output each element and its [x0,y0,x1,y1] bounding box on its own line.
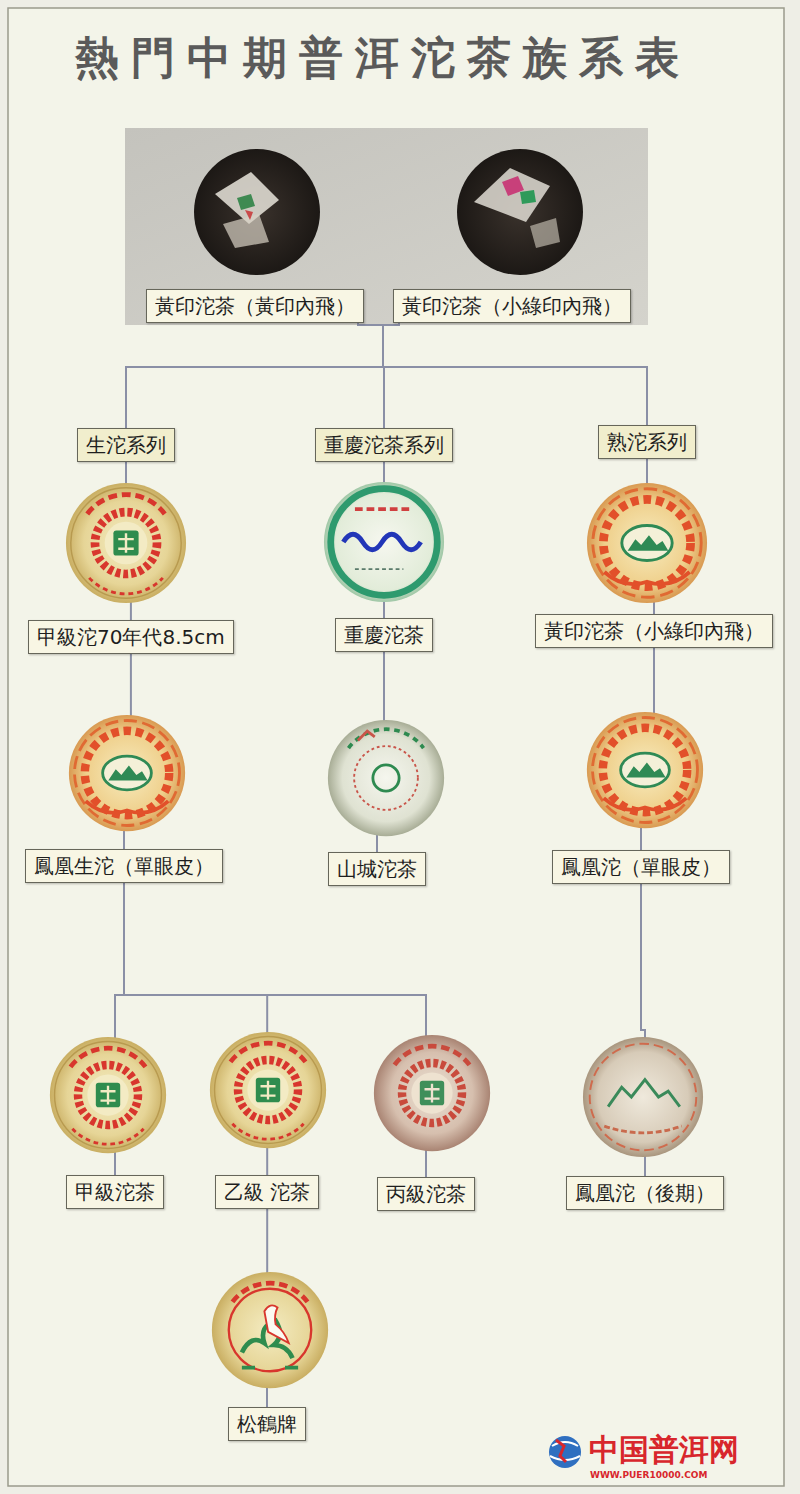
tea-name-box: 甲級沱茶 [66,1175,164,1209]
tea-wrapper [50,1037,166,1153]
tea-name-box: 黃印沱茶（小綠印內飛） [535,614,773,648]
node-label: 山城沱茶 [337,856,417,882]
logo-globe-mark [556,1440,566,1462]
page-frame [8,8,784,1486]
watermark-url: WWW.PUER10000.COM [590,1469,707,1481]
tea-name-box: 乙級 沱茶 [215,1175,319,1209]
tea-name-box: 鳳凰生沱（單眼皮） [25,849,223,883]
watermark-text: 中国普洱网 [589,1432,739,1468]
connector-line [126,323,399,428]
tea-name-box: 甲級沱70年代8.5cm [28,620,234,654]
logo-globe-lines [550,1442,580,1460]
node-label: 鳳凰生沱（單眼皮） [34,853,214,879]
connector-line [358,323,647,425]
node-label: 松鶴牌 [237,1411,297,1437]
tea-wrapper [328,720,444,836]
tea-name-box: 黃印沱茶（小綠印內飛） [393,289,631,323]
tea-wrapper [212,1272,328,1388]
connector-line [124,883,426,1177]
connector-line [383,323,399,428]
tea-wrapper [587,712,703,828]
connector-line [358,323,384,428]
tea-wrapper [374,1035,490,1151]
node-label: 甲級沱70年代8.5cm [37,624,225,650]
connector-line [383,323,647,425]
tea-photo [457,149,583,275]
series-box: 熟沱系列 [598,425,696,459]
node-label: 黃印沱茶（小綠印內飛） [402,293,622,319]
node-label: 丙級沱茶 [386,1181,466,1207]
connector-line [126,323,383,428]
tea-name-box: 黃印沱茶（黃印內飛） [146,289,364,323]
node-label: 乙級 沱茶 [224,1179,310,1205]
logo-globe [549,1436,581,1468]
tea-name-box: 松鶴牌 [228,1407,306,1441]
node-label: 甲級沱茶 [75,1179,155,1205]
tea-name-box: 重慶沱茶 [335,618,433,652]
tea-wrapper [587,483,707,603]
node-label: 黃印沱茶（黃印內飛） [155,293,355,319]
top-panel [125,128,648,325]
series-box: 生沱系列 [77,428,175,462]
tea-wrapper [324,482,444,602]
node-label: 生沱系列 [86,432,166,458]
series-box: 重慶沱茶系列 [315,428,453,462]
tea-wrapper [66,483,186,603]
tea-wrapper [69,715,185,831]
node-label: 重慶沱茶系列 [324,432,444,458]
node-label: 黃印沱茶（小綠印內飛） [544,618,764,644]
tea-name-box: 鳳凰沱（後期） [566,1176,724,1210]
tea-name-box: 山城沱茶 [328,852,426,886]
node-label: 鳳凰沱（後期） [575,1180,715,1206]
node-label: 熟沱系列 [607,429,687,455]
tea-wrapper [210,1032,326,1148]
node-label: 重慶沱茶 [344,622,424,648]
tea-photo [194,149,320,275]
diagram-title: 熱門中期普洱沱茶族系表 [0,30,766,86]
tea-name-box: 鳳凰沱（單眼皮） [552,850,730,884]
tea-name-box: 丙級沱茶 [377,1177,475,1211]
tea-wrapper [583,1037,703,1157]
node-label: 鳳凰沱（單眼皮） [561,854,721,880]
